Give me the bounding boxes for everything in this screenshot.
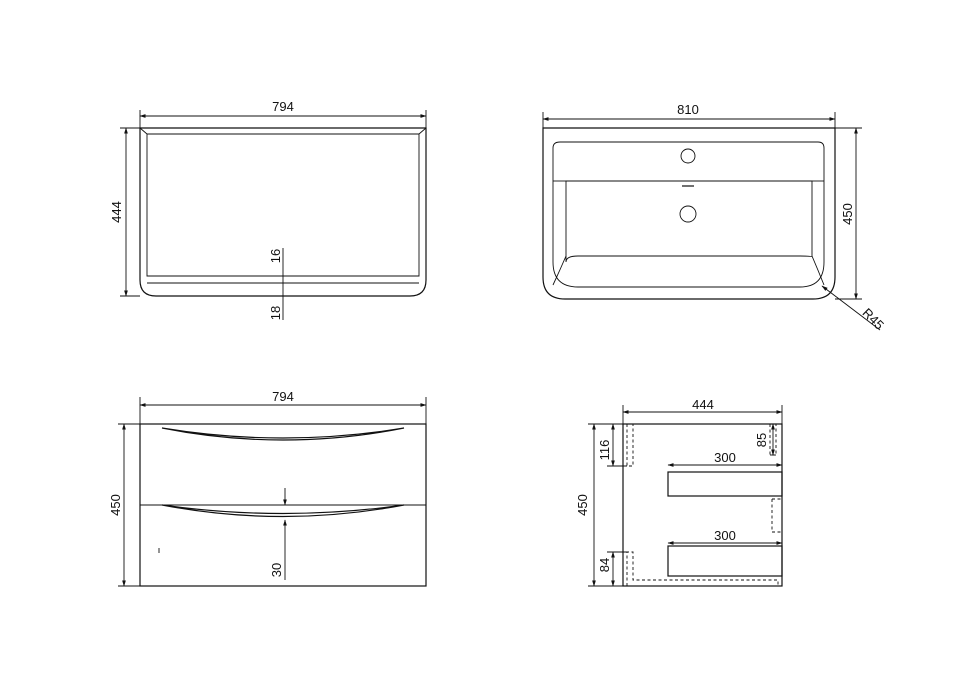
lower-drawer-runner [667,545,783,577]
dimension-label: 450 [840,203,855,225]
dimension-label: 450 [575,494,590,516]
dimension-label: 18 [268,306,283,320]
dimension-label: 450 [108,494,123,516]
lower-drawer-handle-curve [161,504,405,518]
upper-drawer-runner [667,471,783,497]
dimension-offset-84: 84 [597,551,627,587]
basin-bowl-corner [811,255,825,286]
dimension-label: 300 [714,528,736,543]
dimension-width-794-top: 794 [139,99,427,128]
dimension-depth-444-top: 444 [109,127,140,297]
basin-outline [542,127,836,300]
dimension-width-794-front: 794 [139,389,427,424]
basin-top-view: 810 450 R45 [542,102,887,333]
dimension-panel-thickness: 16 18 [268,248,288,320]
dimension-label: 30 [269,563,284,577]
cabinet-side-outline [622,423,783,587]
cabinet-top-view: 794 444 16 18 [109,99,427,320]
dimension-width-810: 810 [542,102,836,128]
dimension-height-450-front: 450 [108,423,140,587]
dimension-label: 444 [692,397,714,412]
hidden-line-mid-right [771,498,782,533]
basin-rim-inner [552,141,825,288]
dimension-label: 300 [714,450,736,465]
cabinet-inner-outline [146,133,420,277]
cabinet-corner-line [139,127,148,135]
dimension-offset-85: 85 [754,423,776,456]
dimension-label: 444 [109,201,124,223]
dimension-label: R45 [859,305,886,332]
dimension-radius-r45: R45 [821,285,887,333]
tap-hole-icon [680,148,696,164]
upper-drawer-handle-curve [161,427,405,441]
basin-bowl-corner [552,255,567,286]
cabinet-outline [139,127,427,297]
cabinet-front-view: 794 450 30 [108,389,427,587]
drain-hole-icon [679,205,697,223]
dimension-depth-444-side: 444 [622,397,783,424]
dimension-label: 84 [597,558,612,572]
dimension-label: 116 [597,440,612,461]
dimension-depth-450-top: 450 [835,127,862,300]
dimension-label: 85 [754,433,769,447]
basin-bowl [565,180,813,263]
dimension-label: 16 [268,249,283,263]
dimension-label: 794 [272,389,294,404]
dimension-handle-recess-30: 30 [269,488,287,580]
hidden-line-bottom [626,551,779,586]
dimension-offset-116: 116 [597,423,627,467]
dimension-drawer-300-upper: 300 [667,450,783,467]
dimension-drawer-300-lower: 300 [667,528,783,545]
dimension-label: 810 [677,102,699,117]
dimension-label: 794 [272,99,294,114]
hidden-line-top-left [626,424,634,467]
cabinet-corner-line [418,127,427,135]
cabinet-side-view: 444 450 116 84 85 30 [575,397,783,587]
dimension-height-450-side: 450 [575,423,623,587]
